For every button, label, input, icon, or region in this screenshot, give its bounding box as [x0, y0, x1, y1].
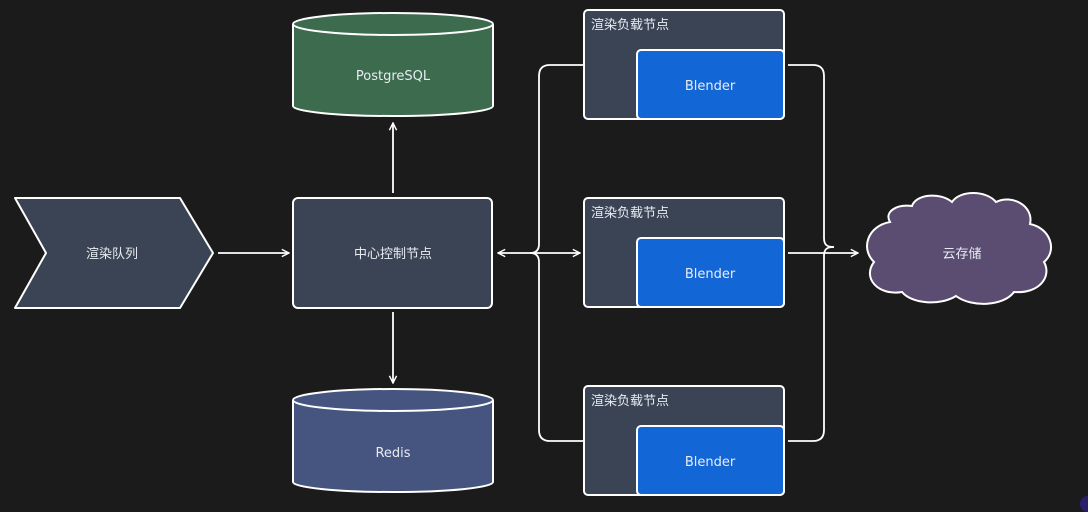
render-queue-label: 渲染队列 [86, 247, 138, 262]
render-worker-title: 渲染负载节点 [591, 18, 669, 33]
render-worker-title: 渲染负载节点 [591, 206, 669, 221]
blender-component[interactable]: Blender [636, 237, 785, 308]
cloud-storage-label: 云存储 [942, 247, 981, 262]
edge-bus-to-worker-bottom [529, 252, 583, 442]
central-controller-label: 中心控制节点 [354, 247, 432, 262]
render-worker-node[interactable]: 渲染负载节点 Blender [583, 385, 785, 496]
central-controller-node[interactable]: 中心控制节点 [292, 197, 493, 309]
render-worker-title: 渲染负载节点 [591, 394, 669, 409]
blender-label: Blender [685, 79, 736, 94]
blender-component[interactable]: Blender [636, 49, 785, 120]
cloud-storage-node[interactable]: 云存储 [866, 192, 1052, 305]
postgresql-database-node[interactable]: PostgreSQL [292, 12, 494, 117]
render-worker-node[interactable]: 渲染负载节点 Blender [583, 197, 785, 308]
edge-worker-top-to-bus [788, 64, 835, 248]
redis-label: Redis [375, 446, 410, 461]
edge-worker-bottom-to-bus [788, 246, 835, 442]
redis-database-node[interactable]: Redis [292, 388, 494, 493]
blender-component[interactable]: Blender [636, 425, 785, 496]
postgresql-label: PostgreSQL [356, 69, 431, 84]
render-queue-node[interactable]: 渲染队列 [14, 197, 214, 309]
edge-bus-to-worker-top [529, 64, 583, 254]
corner-decoration [1080, 496, 1088, 512]
blender-label: Blender [685, 267, 736, 282]
blender-label: Blender [685, 455, 736, 470]
render-worker-node[interactable]: 渲染负载节点 Blender [583, 9, 785, 120]
